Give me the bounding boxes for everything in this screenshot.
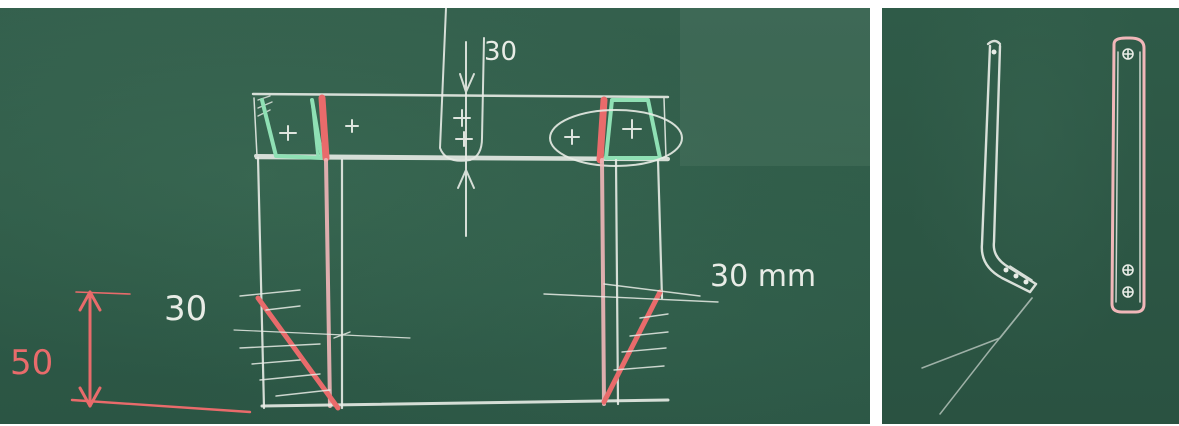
left-miter-hatch — [233, 289, 411, 397]
bent-bracket — [980, 39, 1038, 294]
right-miter-hatch — [543, 283, 719, 371]
straight-bar — [1110, 36, 1146, 314]
frame-sketch: 30 30 30 mm 50 — [10, 8, 816, 414]
part-sketches — [921, 36, 1146, 415]
dimension-height-label: 50 — [10, 343, 53, 383]
top-dimension — [439, 8, 485, 237]
straight-bar-inner — [1115, 51, 1141, 303]
straight-bar-holes — [1122, 48, 1134, 298]
red-strip-left — [318, 94, 330, 162]
green-joint-left — [260, 98, 324, 160]
chalkboard-right-panel — [882, 8, 1179, 424]
dimension-right-angle-label: 30 mm — [710, 259, 816, 294]
right-column — [600, 158, 664, 406]
sweep-line — [921, 297, 1033, 415]
chalkboard-left-panel: 30 30 30 mm 50 — [0, 8, 870, 424]
height-dimension — [70, 290, 252, 414]
bracket-holes — [991, 49, 1029, 285]
green-edge-left — [310, 98, 320, 160]
bottom-beam — [260, 398, 670, 408]
right-miter — [601, 289, 663, 405]
left-miter — [255, 295, 341, 411]
red-strip-right — [596, 96, 608, 164]
erased-area — [680, 8, 870, 166]
center-marks — [279, 109, 642, 147]
left-column — [256, 156, 344, 410]
dimension-top-label: 30 — [484, 37, 517, 67]
dimension-left-angle-label: 30 — [164, 289, 207, 329]
